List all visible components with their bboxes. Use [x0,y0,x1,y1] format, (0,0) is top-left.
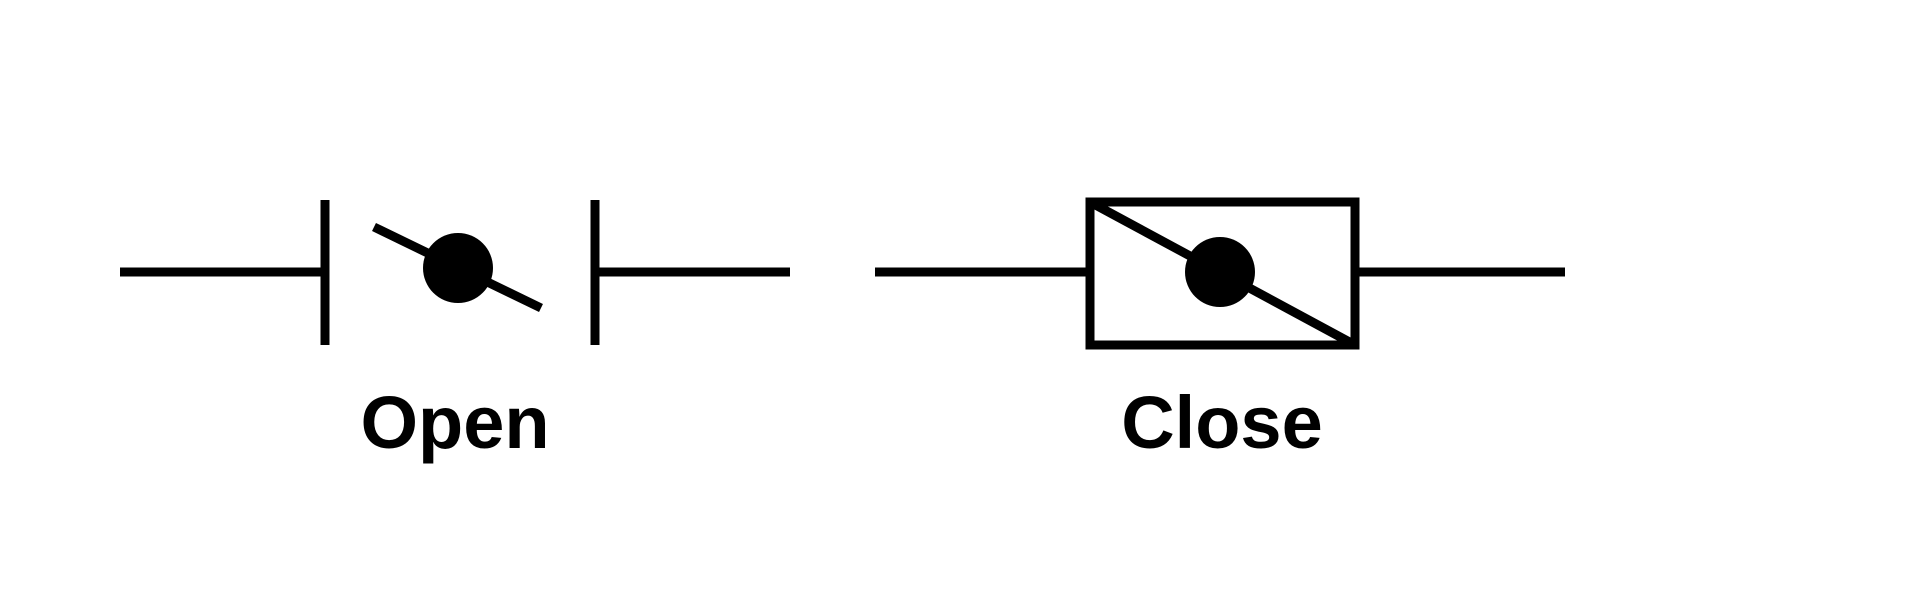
close-symbol: Close [875,197,1565,464]
open-label: Open [360,381,549,464]
open-symbol: Open [120,200,790,464]
close-ball-icon [1185,237,1255,307]
close-label: Close [1121,381,1323,464]
open-ball-icon [423,233,493,303]
